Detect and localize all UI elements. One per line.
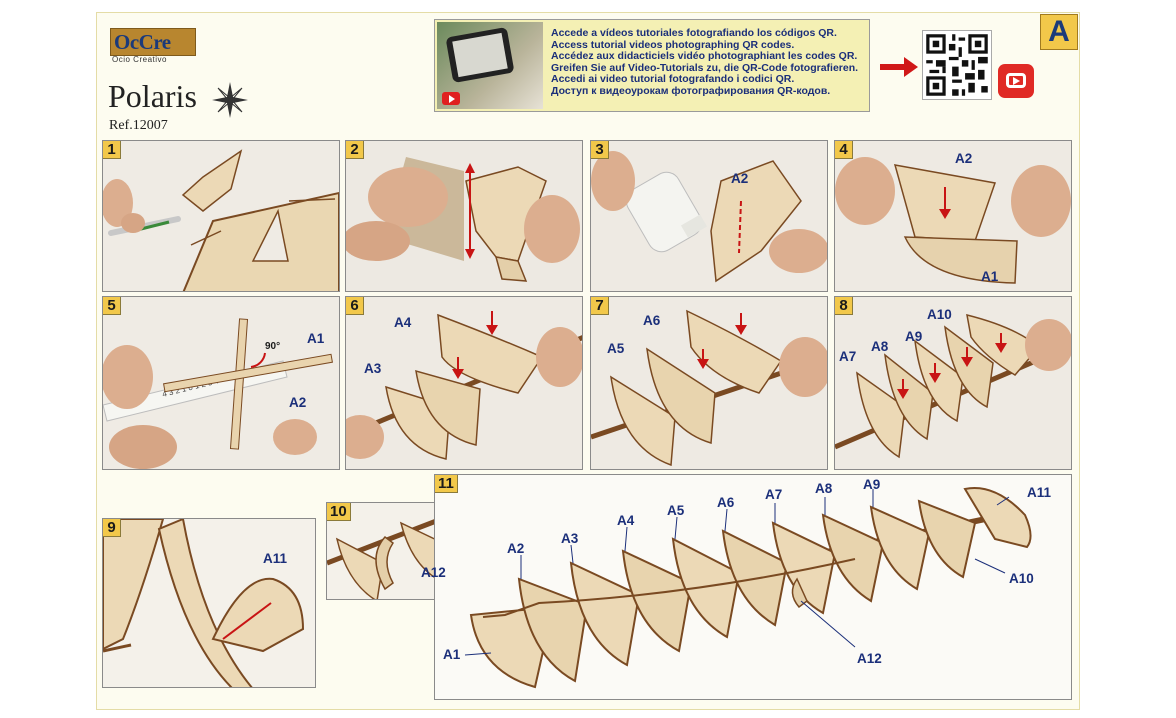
step-number: 3 <box>591 141 609 159</box>
step-7-illustration <box>591 297 827 469</box>
qr-line-ru: Доступ к видеоурокам фотографирования QR… <box>551 84 831 97</box>
occre-logo: OcCre Ocio Creativo <box>110 28 196 66</box>
part-label: A1 <box>981 269 999 284</box>
step-3-panel: 3 A2 <box>590 140 828 292</box>
brand-name: OcCre <box>114 30 171 54</box>
step-2-illustration <box>346 141 582 291</box>
qr-code-pattern <box>923 31 991 99</box>
step-9-illustration <box>103 519 315 687</box>
step-2-panel: 2 <box>345 140 583 292</box>
sheet-letter-badge: A <box>1040 14 1078 50</box>
qr-line-es: Accede a vídeos tutoriales fotografiando… <box>551 27 837 39</box>
part-label: A11 <box>263 551 288 566</box>
phone-image <box>445 26 515 84</box>
part-label: A7 <box>839 349 857 364</box>
qr-instructions: Accede a vídeos tutoriales fotografiando… <box>551 27 867 97</box>
step-number: 11 <box>435 475 458 493</box>
step-number: 5 <box>103 297 121 315</box>
qr-line-de: Greifen Sie auf Video-Tutorials zu, die … <box>551 61 859 74</box>
part-label: A5 <box>667 503 685 518</box>
step-9-panel: 9 A11 <box>102 518 316 688</box>
step-7-panel: 7 A6 A5 <box>590 296 828 470</box>
part-label: A9 <box>863 477 881 492</box>
step-1-illustration <box>103 141 339 291</box>
step-number: 10 <box>327 503 351 521</box>
logo-box <box>110 28 196 56</box>
step-5-panel: 5 4 3 2 1 0 1 2 3 4 90° A1 A2 <box>102 296 340 470</box>
part-label: A8 <box>871 339 889 354</box>
step-number: 8 <box>835 297 853 315</box>
step-11-panel: 11 A2 A3 A4 A5 A6 A7 A8 A9 A11 A10 A12 A… <box>434 474 1072 700</box>
compass-star-icon <box>212 82 248 118</box>
step-10-illustration <box>327 503 455 599</box>
step-number: 4 <box>835 141 853 159</box>
part-label: A7 <box>765 487 783 502</box>
step-10-panel: 10 A12 <box>326 502 456 600</box>
qr-code[interactable] <box>922 30 992 100</box>
red-arrow-icon <box>880 57 918 77</box>
part-label: A2 <box>507 541 525 556</box>
part-label: A6 <box>717 495 735 510</box>
step-11-illustration <box>435 475 1071 699</box>
part-label: A3 <box>364 361 382 376</box>
qr-line-en: Access tutorial videos photographing QR … <box>551 38 795 51</box>
step-4-illustration <box>835 141 1071 291</box>
step-4-panel: 4 A2 A1 <box>834 140 1072 292</box>
part-label: A9 <box>905 329 923 344</box>
qr-line-fr: Accédez aux didacticiels vidéo photograp… <box>551 50 858 62</box>
part-label: A11 <box>1027 485 1052 500</box>
step-number: 1 <box>103 141 121 159</box>
part-label: A2 <box>731 171 749 186</box>
qr-scan-photo <box>437 22 543 109</box>
step-number: 7 <box>591 297 609 315</box>
step-8-illustration <box>835 297 1071 469</box>
qr-info-banner: Accede a vídeos tutoriales fotografiando… <box>434 19 870 112</box>
qr-line-it: Accedi ai video tutorial fotografando i … <box>551 73 795 85</box>
part-label: A4 <box>617 513 635 528</box>
part-label: A3 <box>561 531 579 546</box>
model-name: Polaris <box>108 78 197 114</box>
angle-label: 90° <box>265 341 281 352</box>
step-6-illustration <box>346 297 582 469</box>
step-3-illustration <box>591 141 827 291</box>
part-label: A12 <box>857 651 882 666</box>
part-label: A10 <box>927 307 952 322</box>
step-5-illustration: 4 3 2 1 0 1 2 3 4 <box>103 297 339 469</box>
youtube-icon[interactable] <box>998 64 1034 98</box>
part-label: A5 <box>607 341 625 356</box>
part-label: A10 <box>1009 571 1034 586</box>
reference-number: Ref.12007 <box>109 118 168 133</box>
part-label: A1 <box>307 331 325 346</box>
step-8-panel: 8 A10 A7 A8 A9 <box>834 296 1072 470</box>
youtube-small-icon <box>442 92 460 105</box>
step-number: 9 <box>103 519 121 537</box>
part-label: A8 <box>815 481 833 496</box>
part-label: A4 <box>394 315 412 330</box>
step-6-panel: 6 A4 A3 <box>345 296 583 470</box>
brand-tagline: Ocio Creativo <box>112 55 167 64</box>
part-label: A6 <box>643 313 661 328</box>
step-number: 2 <box>346 141 364 159</box>
step-1-panel: 1 <box>102 140 340 292</box>
part-label: A2 <box>289 395 307 410</box>
step-number: 6 <box>346 297 364 315</box>
part-label: A2 <box>955 151 973 166</box>
part-label: A1 <box>443 647 461 662</box>
part-label: A12 <box>421 565 446 580</box>
